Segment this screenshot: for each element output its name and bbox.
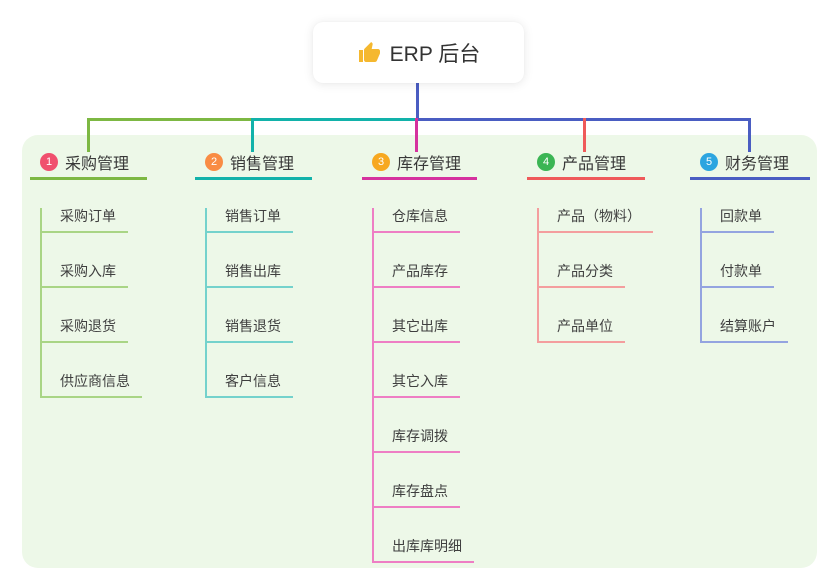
branch-children: 销售订单 销售出库 销售退货 客户信息 (205, 208, 312, 398)
badge-2: 2 (205, 153, 223, 171)
connector-trunk (416, 82, 419, 119)
badge-3: 3 (372, 153, 390, 171)
node-receipt-bill[interactable]: 回款单 (702, 208, 774, 233)
connector-drop-inventory (415, 118, 418, 152)
node-sales-outbound[interactable]: 销售出库 (207, 263, 293, 288)
branch-children: 回款单 付款单 结算账户 (700, 208, 810, 343)
branch-node-product[interactable]: 4 产品管理 (527, 150, 645, 180)
node-stock-taking[interactable]: 库存盘点 (374, 483, 460, 508)
branch-label: 采购管理 (65, 156, 130, 173)
node-product-category[interactable]: 产品分类 (539, 263, 625, 288)
node-sales-return[interactable]: 销售退货 (207, 318, 293, 343)
badge-5: 5 (700, 153, 718, 171)
root-node-label: ERP 后台 (389, 42, 481, 66)
node-settlement-account[interactable]: 结算账户 (702, 318, 788, 343)
branch-node-finance[interactable]: 5 财务管理 (690, 150, 810, 180)
node-supplier-info[interactable]: 供应商信息 (42, 373, 142, 398)
branch-finance: 5 财务管理 回款单 付款单 结算账户 (690, 150, 810, 343)
node-outbound-detail[interactable]: 出库库明细 (374, 538, 474, 563)
thumbs-up-icon (357, 41, 381, 65)
branch-label: 产品管理 (562, 156, 627, 173)
branch-label: 销售管理 (230, 156, 295, 173)
branches-panel (22, 135, 817, 568)
connector-bus-sales (253, 118, 418, 121)
node-product-unit[interactable]: 产品单位 (539, 318, 625, 343)
branch-label: 库存管理 (397, 156, 462, 173)
node-warehouse-info[interactable]: 仓库信息 (374, 208, 460, 233)
branch-label: 财务管理 (725, 156, 790, 173)
node-stock-transfer[interactable]: 库存调拨 (374, 428, 460, 453)
branch-product: 4 产品管理 产品（物料） 产品分类 产品单位 (527, 150, 653, 343)
node-other-outbound[interactable]: 其它出库 (374, 318, 460, 343)
node-purchase-inbound[interactable]: 采购入库 (42, 263, 128, 288)
connector-drop-purchase (87, 118, 90, 152)
badge-1: 1 (40, 153, 58, 171)
badge-4: 4 (537, 153, 555, 171)
branch-node-sales[interactable]: 2 销售管理 (195, 150, 312, 180)
branch-purchase: 1 采购管理 采购订单 采购入库 采购退货 供应商信息 (30, 150, 147, 398)
root-node-erp[interactable]: ERP 后台 (313, 22, 524, 83)
node-other-inbound[interactable]: 其它入库 (374, 373, 460, 398)
connector-drop-product (583, 118, 586, 152)
branch-children: 仓库信息 产品库存 其它出库 其它入库 库存调拨 库存盘点 出库库明细 (372, 208, 477, 563)
connector-drop-sales (251, 118, 254, 152)
connector-bus-purchase (87, 118, 253, 121)
branch-sales: 2 销售管理 销售订单 销售出库 销售退货 客户信息 (195, 150, 312, 398)
branch-node-purchase[interactable]: 1 采购管理 (30, 150, 147, 180)
branch-inventory: 3 库存管理 仓库信息 产品库存 其它出库 其它入库 库存调拨 库存盘点 出库库… (362, 150, 477, 563)
node-customer-info[interactable]: 客户信息 (207, 373, 293, 398)
node-payment-bill[interactable]: 付款单 (702, 263, 774, 288)
node-product-material[interactable]: 产品（物料） (539, 208, 653, 233)
node-purchase-return[interactable]: 采购退货 (42, 318, 128, 343)
connector-drop-finance (748, 118, 751, 152)
branch-children: 产品（物料） 产品分类 产品单位 (537, 208, 653, 343)
node-sales-order[interactable]: 销售订单 (207, 208, 293, 233)
branch-children: 采购订单 采购入库 采购退货 供应商信息 (40, 208, 147, 398)
node-purchase-order[interactable]: 采购订单 (42, 208, 128, 233)
node-product-stock[interactable]: 产品库存 (374, 263, 460, 288)
branch-node-inventory[interactable]: 3 库存管理 (362, 150, 477, 180)
